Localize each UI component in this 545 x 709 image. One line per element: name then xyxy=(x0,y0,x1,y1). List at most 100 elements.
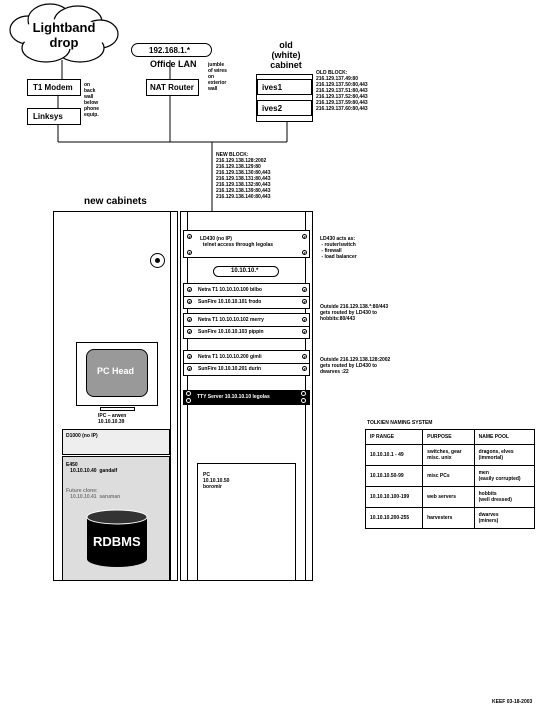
server-row-merry: Netra T1 10.10.10.102 merry xyxy=(198,317,264,323)
screw-icon xyxy=(187,287,192,292)
new-block-line: 216.129.138.129:80 xyxy=(216,164,261,170)
screw-icon xyxy=(186,391,191,396)
ld430-label: LD430 (no IP) telnet access through lego… xyxy=(200,236,274,248)
ld430-note: LD430 acts as: - router/switch - firewal… xyxy=(320,236,357,260)
table-cell: dwarves (miners) xyxy=(473,507,536,529)
left-cabinet-rail xyxy=(170,211,178,581)
power-button[interactable] xyxy=(150,253,165,268)
ives2-box: ives2 xyxy=(257,100,312,116)
ives1-box: ives1 xyxy=(257,79,312,95)
rdbms-label: RDBMS xyxy=(93,534,141,549)
t1-note: on back wall below phone equip. xyxy=(84,82,99,118)
server-group-a: Netra T1 10.10.10.100 bilbo SunFire 10.1… xyxy=(183,283,310,309)
old-block-line: 216.129.137.50:80,443 xyxy=(316,82,368,88)
ipc-label: IPC – arwen 10.10.10.39 xyxy=(98,413,127,425)
server-row-bilbo: Netra T1 10.10.10.100 bilbo xyxy=(198,287,262,293)
table-row: 10.10.10.100-199 web servers hobbits (we… xyxy=(364,486,536,508)
nat-router-label: NAT Router xyxy=(150,83,194,92)
column-header: PURPOSE xyxy=(422,429,475,445)
hub-10-label: 10.10.10.* xyxy=(231,268,259,274)
ives2-label: ives2 xyxy=(262,104,283,113)
pc-keyboard xyxy=(100,407,135,411)
t1-modem-label: T1 Modem xyxy=(33,83,73,92)
new-block-list: 216.129.138.128:2002 216.129.138.129:80 … xyxy=(216,158,271,200)
new-block-line: 216.129.138.128:2002 xyxy=(216,158,267,164)
linksys-label: Linksys xyxy=(33,112,63,121)
cloud-label: Lightband drop xyxy=(32,20,96,50)
screw-icon xyxy=(302,250,307,255)
screw-icon xyxy=(187,366,192,371)
ld430-box: LD430 (no IP) telnet access through lego… xyxy=(183,230,310,258)
table-row: 10.10.10.50-99 misc PCs men (easily corr… xyxy=(364,465,536,487)
office-lan-ip: 192.168.1.* xyxy=(149,46,190,55)
t1-modem-box: T1 Modem xyxy=(27,79,81,96)
screw-icon xyxy=(302,234,307,239)
tty-server-box: TTY Server 10.10.10.10 legolas xyxy=(183,390,310,405)
e450-label: E450 10.10.10.40 gandalf xyxy=(66,462,118,474)
old-block-list: 216.129.137.49:80 216.129.137.50:80,443 … xyxy=(316,76,368,112)
server-row-gimli: Netra T1 10.10.10.200 gimli xyxy=(198,354,262,360)
pc-head-label: PC Head xyxy=(97,366,135,376)
future-clone-label: Future clone: 10.10.10.41 saruman xyxy=(66,488,121,500)
table-cell: men (easily corrupted) xyxy=(473,465,536,487)
server-row-durin: SunFire 10.10.10.201 durin xyxy=(198,366,262,372)
old-block-title: OLD BLOCK: xyxy=(316,70,348,76)
screw-icon xyxy=(187,234,192,239)
hobbits-note: Outside 216.129.138.*:80/443 gets routed… xyxy=(320,304,389,322)
linksys-box: Linksys xyxy=(27,108,81,125)
old-cabinet-label: old (white) cabinet xyxy=(270,40,302,70)
database-icon xyxy=(86,509,148,567)
screw-icon xyxy=(302,317,307,322)
new-block-line: 216.129.138.140:80,443 xyxy=(216,194,271,200)
table-cell: misc PCs xyxy=(422,465,475,487)
dwarves-note: Outside 216.129.138.128:2002 gets routed… xyxy=(320,357,391,375)
screw-icon xyxy=(301,391,306,396)
pc-boromir-box: PC 10.10.10.50 boromir xyxy=(197,463,296,581)
server-group-b: Netra T1 10.10.10.102 merry SunFire 10.1… xyxy=(183,313,310,339)
screw-icon xyxy=(187,317,192,322)
new-block-line: 216.129.138.132:80,443 xyxy=(216,182,271,188)
old-block-line: 216.129.137.59:80,443 xyxy=(316,100,368,106)
tty-server-label: TTY Server 10.10.10.10 legolas xyxy=(197,394,270,400)
old-block-line: 216.129.137.49:80 xyxy=(316,76,358,82)
new-block-line: 216.129.138.130:80,443 xyxy=(216,170,271,176)
table-cell: web servers xyxy=(422,486,475,508)
table-cell: 10.10.10.1 - 49 xyxy=(364,444,424,466)
ives1-label: ives1 xyxy=(262,83,283,92)
hub-10-box: 10.10.10.* xyxy=(213,266,279,277)
screw-icon xyxy=(187,329,192,334)
new-block-title: NEW BLOCK: xyxy=(216,152,249,158)
nat-note: jumble of wires on exterior wall xyxy=(208,62,227,92)
pc-screen: PC Head xyxy=(86,349,148,397)
old-block-line: 216.129.137.60:80,443 xyxy=(316,106,368,112)
pc-boromir-label: PC 10.10.10.50 boromir xyxy=(203,472,230,490)
table-cell: switches, gear misc. unix xyxy=(422,444,475,466)
screw-icon xyxy=(187,250,192,255)
tolkien-table: IP RANGE PURPOSE NAME POOL 10.10.10.1 - … xyxy=(364,429,536,529)
screw-icon xyxy=(302,287,307,292)
table-cell: harvesters xyxy=(422,507,475,529)
table-cell: dragons, elves (immortal) xyxy=(473,444,536,466)
tolkien-title: TOLKIEN NAMING SYSTEM xyxy=(367,420,433,426)
table-cell: 10.10.10.50-99 xyxy=(364,465,424,487)
column-header: IP RANGE xyxy=(364,429,424,445)
table-cell: hobbits (well dressed) xyxy=(473,486,536,508)
footer-credit: KEEF 03-18-2003 xyxy=(492,699,533,705)
screw-icon xyxy=(302,329,307,334)
server-row-frodo: SunFire 10.10.10.101 frodo xyxy=(198,299,262,305)
row-divider xyxy=(184,296,309,297)
table-row: 10.10.10.200-255 harvesters dwarves (min… xyxy=(364,507,536,529)
nat-router-box: NAT Router xyxy=(146,79,199,96)
server-group-c: Netra T1 10.10.10.200 gimli SunFire 10.1… xyxy=(183,350,310,376)
old-block-line: 216.129.137.51:80,443 xyxy=(316,88,368,94)
screw-icon xyxy=(187,354,192,359)
old-block-line: 216.129.137.52:80,443 xyxy=(316,94,368,100)
table-cell: 10.10.10.200-255 xyxy=(364,507,424,529)
new-block-line: 216.129.138.131:80,443 xyxy=(216,176,271,182)
row-divider xyxy=(184,326,309,327)
office-lan-label: Office LAN xyxy=(150,59,197,69)
server-row-pippin: SunFire 10.10.10.103 pippin xyxy=(198,329,264,335)
table-cell: 10.10.10.100-199 xyxy=(364,486,424,508)
new-block-line: 216.129.138.139:80,443 xyxy=(216,188,271,194)
